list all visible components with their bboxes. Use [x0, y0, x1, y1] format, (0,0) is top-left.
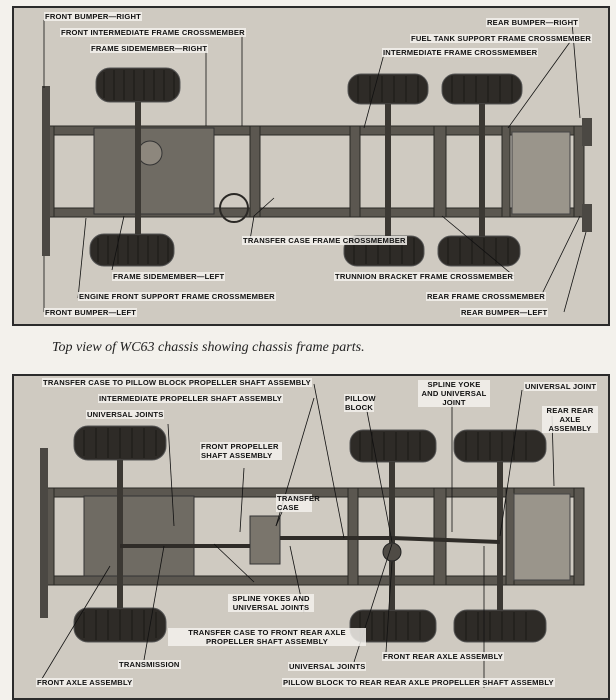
- label-front-axle: FRONT AXLE ASSEMBLY: [36, 678, 134, 687]
- label-front-intermediate-crossmember: FRONT INTERMEDIATE FRAME CROSSMEMBER: [60, 28, 246, 37]
- crossmember-intermediate: [349, 125, 361, 218]
- label-frame-sidemember-left: FRAME SIDEMEMBER—LEFT: [112, 272, 226, 281]
- rear-bumper-left: [582, 204, 592, 232]
- tire-mid-right: [349, 429, 437, 463]
- label-transfer-case-crossmember: TRANSFER CASE FRAME CROSSMEMBER: [242, 236, 407, 245]
- label-spline-yoke-universal: SPLINE YOKE AND UNIVERSAL JOINT: [418, 380, 490, 407]
- label-pillow-block: PILLOW BLOCK: [344, 394, 376, 412]
- label-rear-rear-axle: REAR REAR AXLE ASSEMBLY: [542, 406, 598, 433]
- tire-rear-right: [441, 73, 523, 105]
- figure-caption: Top view of WC63 chassis showing chassis…: [52, 340, 365, 355]
- label-transfer-to-pillow-shaft: TRANSFER CASE TO PILLOW BLOCK PROPELLER …: [42, 378, 312, 387]
- label-front-propeller-shaft: FRONT PROPELLER SHAFT ASSEMBLY: [200, 442, 282, 460]
- front-bumper: [40, 448, 48, 618]
- steering-wheel: [219, 193, 249, 223]
- label-engine-front-support-crossmember: ENGINE FRONT SUPPORT FRAME CROSSMEMBER: [78, 292, 276, 301]
- tire-rear-right: [453, 429, 547, 463]
- crossmember-rear: [573, 125, 585, 218]
- label-fuel-tank-support-crossmember: FUEL TANK SUPPORT FRAME CROSSMEMBER: [410, 34, 593, 43]
- fuel-tank: [511, 131, 571, 215]
- label-intermediate-propeller-shaft: INTERMEDIATE PROPELLER SHAFT ASSEMBLY: [98, 394, 284, 403]
- label-transfer-case: TRANSFER CASE: [276, 494, 320, 512]
- label-trunnion-bracket-crossmember: TRUNNION BRACKET FRAME CROSSMEMBER: [334, 272, 515, 281]
- label-rear-bumper-right: REAR BUMPER—RIGHT: [486, 18, 580, 27]
- tire-front-right: [95, 67, 181, 103]
- crossmember-transfer: [249, 125, 261, 218]
- tire-mid-right: [347, 73, 429, 105]
- label-spline-yokes-universal: SPLINE YOKES AND UNIVERSAL JOINTS: [228, 594, 314, 612]
- label-universal-joints-1: UNIVERSAL JOINTS: [86, 410, 165, 419]
- label-rear-frame-crossmember: REAR FRAME CROSSMEMBER: [426, 292, 546, 301]
- tire-front-left: [89, 233, 175, 267]
- label-rear-bumper-left: REAR BUMPER—LEFT: [460, 308, 549, 317]
- propeller-shaft-drawing: [39, 383, 585, 688]
- label-pillow-to-rear-rear-shaft: PILLOW BLOCK TO REAR REAR AXLE PROPELLER…: [282, 678, 555, 687]
- rear-bumper-right: [582, 118, 592, 146]
- transfer-case: [249, 515, 281, 565]
- label-front-bumper-left: FRONT BUMPER—LEFT: [44, 308, 138, 317]
- label-transfer-to-front-rear-axle-shaft: TRANSFER CASE TO FRONT REAR AXLE PROPELL…: [168, 628, 366, 646]
- tire-rear-left: [453, 609, 547, 643]
- label-universal-joint: UNIVERSAL JOINT: [524, 382, 598, 391]
- label-front-rear-axle: FRONT REAR AXLE ASSEMBLY: [382, 652, 504, 661]
- propeller-shaft-photo: TRANSFER CASE TO PILLOW BLOCK PROPELLER …: [12, 374, 610, 700]
- front-bumper: [42, 86, 50, 256]
- fuel-tank: [513, 493, 571, 581]
- chassis-frame-photo: FRONT BUMPER—RIGHT FRONT INTERMEDIATE FR…: [12, 6, 610, 326]
- label-frame-sidemember-right: FRAME SIDEMEMBER—RIGHT: [90, 44, 209, 53]
- crossmember-fuel: [501, 125, 511, 218]
- engine: [93, 127, 215, 215]
- label-transmission: TRANSMISSION: [118, 660, 181, 669]
- pillow-block: [382, 542, 402, 562]
- transmission: [83, 495, 195, 577]
- crossmember-trunnion: [433, 125, 447, 218]
- label-intermediate-crossmember: INTERMEDIATE FRAME CROSSMEMBER: [382, 48, 539, 57]
- label-universal-joints-2: UNIVERSAL JOINTS: [288, 662, 367, 671]
- label-front-bumper-right: FRONT BUMPER—RIGHT: [44, 12, 142, 21]
